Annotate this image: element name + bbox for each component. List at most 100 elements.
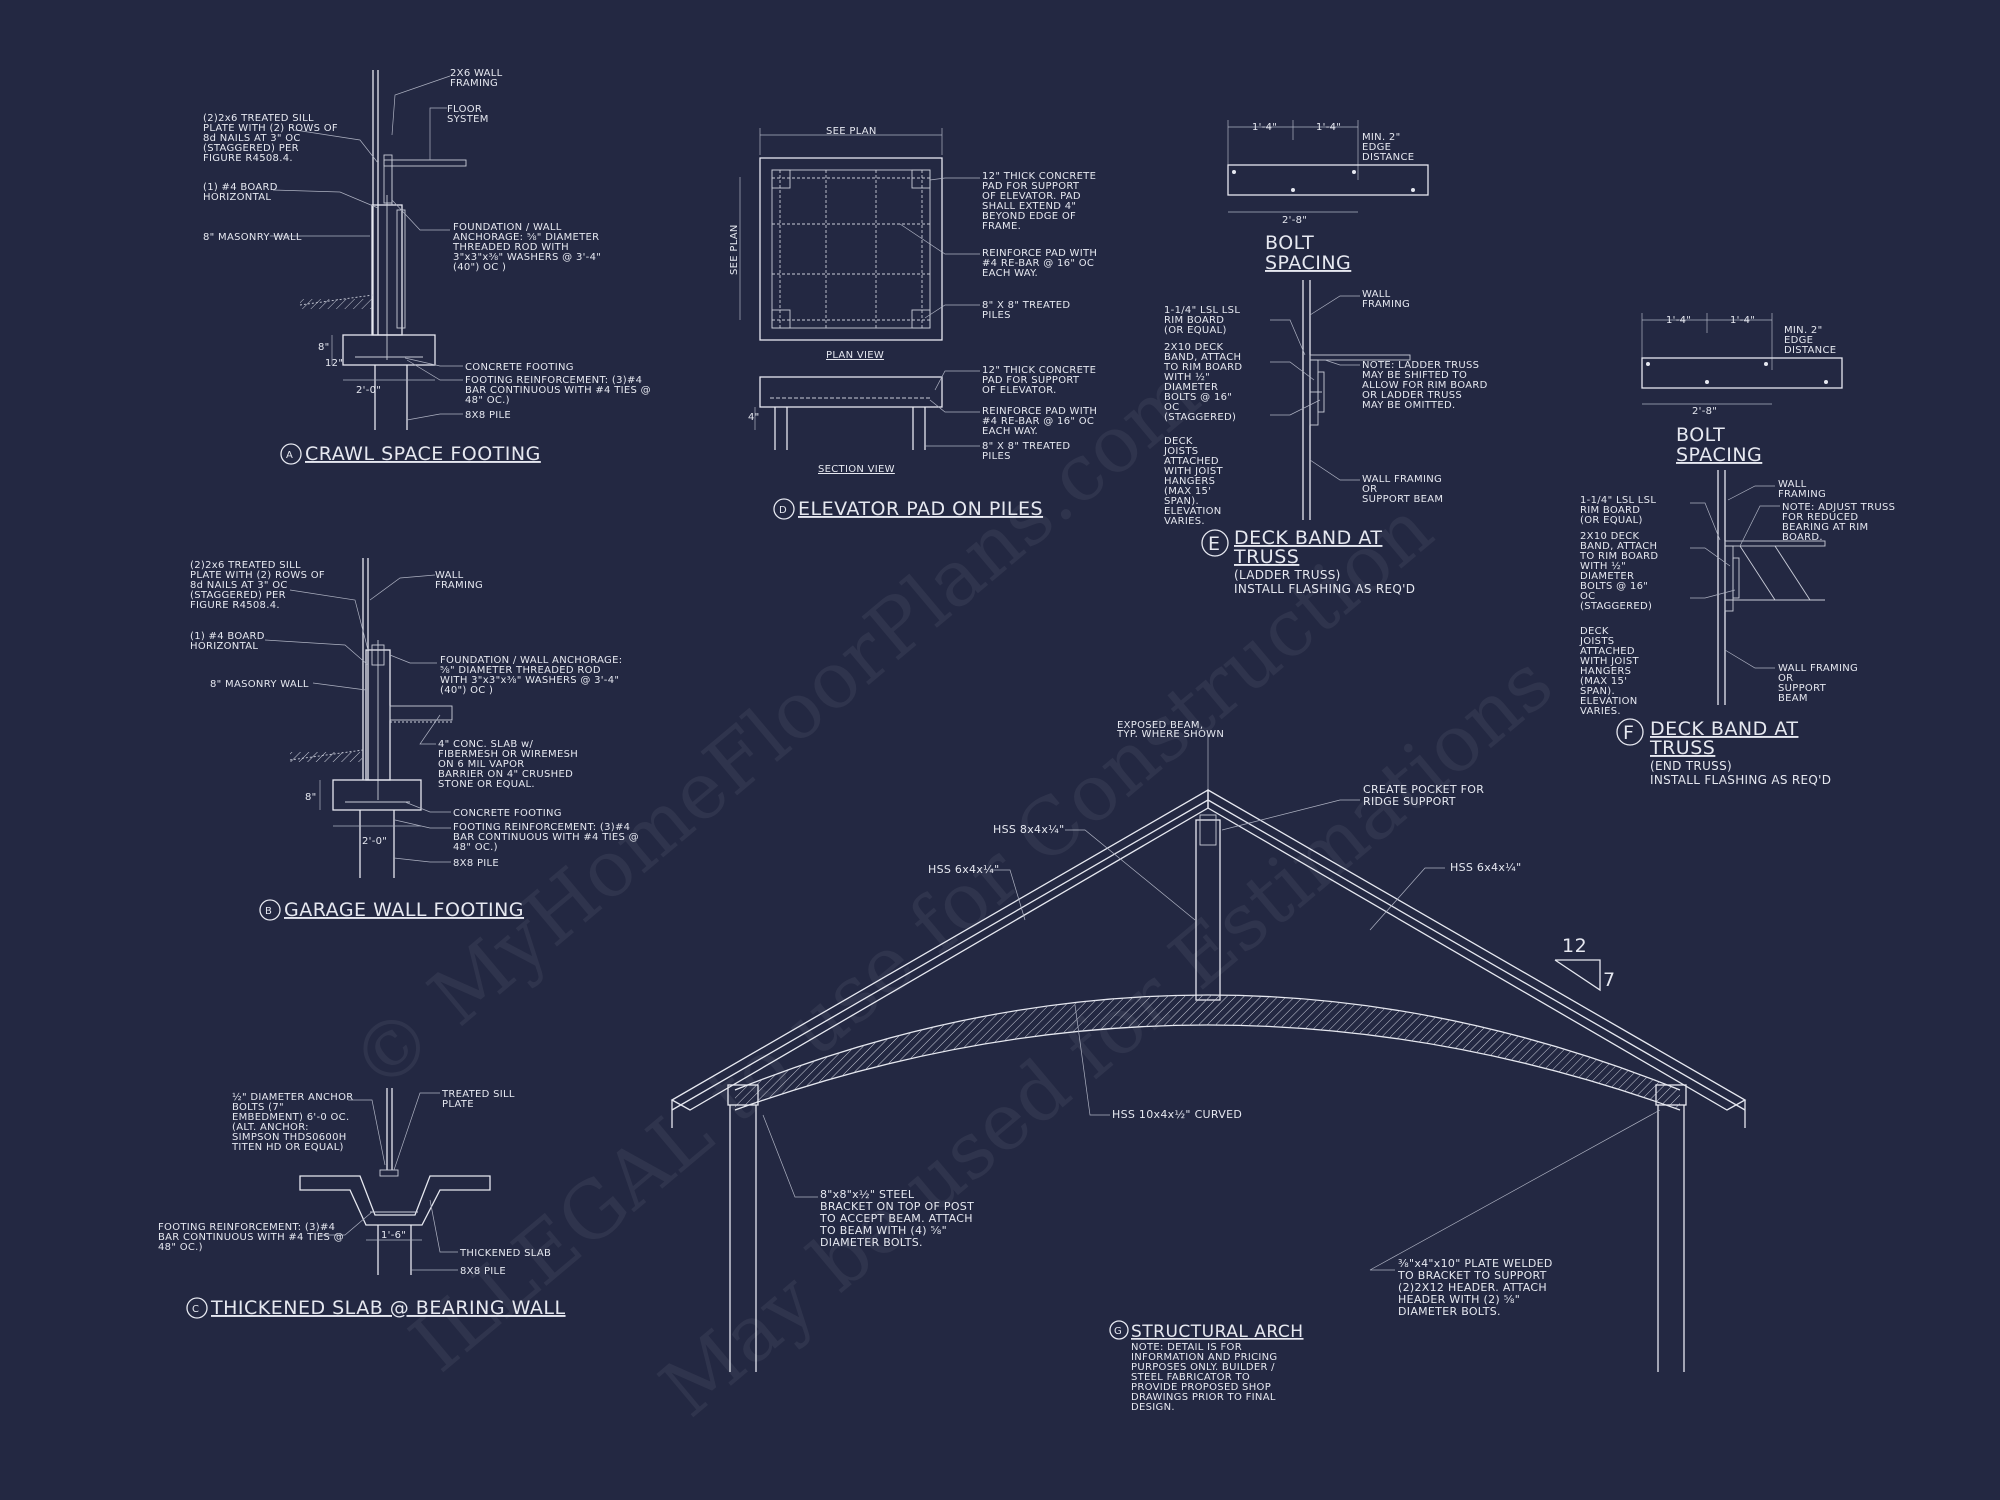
svg-text:BEYOND EDGE OF: BEYOND EDGE OF [982, 211, 1076, 222]
svg-text:48" OC.): 48" OC.) [465, 395, 510, 406]
dim-bolt-2: 1'-4" [1730, 315, 1755, 326]
label-hss-left: HSS 6x4x¼" [928, 863, 999, 876]
dim-bolt-total: 2'-8" [1282, 215, 1307, 226]
dim-footing-depth: 8" [305, 792, 317, 803]
note-board-horizontal: (1) #4 BOARD [203, 182, 278, 193]
detail-title-elevator-pad: ELEVATOR PAD ON PILES [798, 498, 1043, 520]
svg-text:TO RIM BOARD: TO RIM BOARD [1163, 362, 1242, 373]
svg-text:HEADER WITH (2) ⅝": HEADER WITH (2) ⅝" [1398, 1293, 1520, 1306]
svg-text:FIBERMESH OR WIREMESH: FIBERMESH OR WIREMESH [438, 749, 578, 760]
svg-text:TRUSS: TRUSS [1233, 546, 1299, 568]
svg-text:FIGURE R4508.4.: FIGURE R4508.4. [190, 600, 280, 611]
svg-text:(STAGGERED) PER: (STAGGERED) PER [203, 143, 299, 154]
svg-text:DESIGN.: DESIGN. [1131, 1402, 1175, 1413]
svg-text:DISTANCE: DISTANCE [1362, 152, 1414, 163]
svg-text:SYSTEM: SYSTEM [447, 114, 489, 125]
svg-text:WITH ½": WITH ½" [1164, 371, 1210, 383]
svg-text:JOISTS: JOISTS [1579, 636, 1614, 647]
note-concrete-footing: CONCRETE FOOTING [465, 362, 574, 373]
svg-text:VARIES.: VARIES. [1164, 516, 1205, 527]
svg-text:BAR CONTINUOUS WITH #4 TIES @: BAR CONTINUOUS WITH #4 TIES @ [453, 832, 639, 843]
note-masonry-wall: 8" MASONRY WALL [203, 232, 302, 243]
note-deck-band: 2X10 DECK [1164, 342, 1224, 353]
label-end-truss: (END TRUSS) [1650, 759, 1732, 773]
svg-text:BOLTS @ 16": BOLTS @ 16" [1164, 392, 1232, 403]
note-footing-reinforcement: FOOTING REINFORCEMENT: (3)#4 [465, 375, 642, 386]
svg-text:ATTACHED: ATTACHED [1164, 456, 1219, 467]
label-bolt-spacing: BOLT [1265, 232, 1314, 254]
svg-text:TO RIM BOARD: TO RIM BOARD [1579, 551, 1658, 562]
svg-text:OR LADDER TRUSS: OR LADDER TRUSS [1362, 390, 1462, 401]
svg-text:MAY BE SHIFTED TO: MAY BE SHIFTED TO [1362, 370, 1467, 381]
svg-text:HANGERS: HANGERS [1580, 666, 1631, 677]
dim-pad-edge: 4" [748, 412, 760, 423]
svg-text:HANGERS: HANGERS [1164, 476, 1215, 487]
svg-text:FRAMING: FRAMING [450, 78, 498, 89]
svg-text:BAND, ATTACH: BAND, ATTACH [1580, 541, 1657, 552]
svg-text:TITEN HD OR EQUAL): TITEN HD OR EQUAL) [231, 1142, 344, 1153]
note-treated-sill: TREATED SILL [441, 1089, 515, 1100]
label-see-plan-side: SEE PLAN [729, 224, 740, 275]
note-concrete-pad: 12" THICK CONCRETE [982, 171, 1096, 182]
svg-text:SPACING: SPACING [1676, 444, 1762, 466]
note-arch-disclaimer: NOTE: DETAIL IS FOR [1131, 1342, 1242, 1353]
svg-text:#4 RE-BAR @ 16" OC: #4 RE-BAR @ 16" OC [982, 258, 1094, 269]
note-pile: 8X8 PILE [453, 858, 499, 869]
svg-text:SHALL EXTEND 4": SHALL EXTEND 4" [982, 201, 1076, 212]
svg-text:ANCHORAGE: ⅝" DIAMETER: ANCHORAGE: ⅝" DIAMETER [453, 232, 599, 243]
svg-text:BAND, ATTACH: BAND, ATTACH [1164, 352, 1241, 363]
svg-text:PLATE WITH (2) ROWS OF: PLATE WITH (2) ROWS OF [203, 123, 338, 134]
svg-text:(OR EQUAL): (OR EQUAL) [1580, 515, 1643, 526]
detail-garage-wall-footing: 2'-0" 8" (2)2x6 TREATED SILL PLATE WITH … [190, 558, 639, 921]
note-deck-band: 2X10 DECK [1580, 531, 1640, 542]
note-anchor-bolts: ½" DIAMETER ANCHOR [232, 1091, 354, 1103]
svg-text:EMBEDMENT) 6'-0 OC.: EMBEDMENT) 6'-0 OC. [232, 1112, 349, 1123]
label-hss-top: HSS 8x4x¼" [993, 823, 1064, 836]
svg-text:(40") OC ): (40") OC ) [453, 262, 506, 273]
detail-title-structural-arch: STRUCTURAL ARCH [1131, 1322, 1304, 1342]
note-ladder-truss: NOTE: LADDER TRUSS [1362, 360, 1479, 371]
svg-text:WITH ½": WITH ½" [1580, 560, 1626, 572]
svg-text:HORIZONTAL: HORIZONTAL [203, 192, 271, 203]
svg-text:PILES: PILES [982, 451, 1011, 462]
dim-slab-width: 1'-6" [381, 1230, 406, 1241]
svg-text:RIM BOARD: RIM BOARD [1164, 315, 1224, 326]
svg-text:PILES: PILES [982, 310, 1011, 321]
svg-text:WITH 3"x3"x⅜" WASHERS @ 3'-4": WITH 3"x3"x⅜" WASHERS @ 3'-4" [440, 675, 619, 686]
note-concrete-footing: CONCRETE FOOTING [453, 808, 562, 819]
detail-thickened-slab: 1'-6" ½" DIAMETER ANCHOR BOLTS (7" EMBED… [158, 1088, 565, 1319]
label-ladder-truss: (LADDER TRUSS) [1234, 568, 1341, 582]
svg-text:WITH JOIST: WITH JOIST [1164, 466, 1223, 477]
svg-text:PAD FOR SUPPORT: PAD FOR SUPPORT [982, 181, 1080, 192]
svg-text:FOR REDUCED: FOR REDUCED [1782, 512, 1858, 523]
label-see-plan-top: SEE PLAN [826, 126, 877, 137]
svg-text:BRACKET ON TOP OF POST: BRACKET ON TOP OF POST [820, 1200, 974, 1213]
svg-text:INFORMATION AND PRICING: INFORMATION AND PRICING [1131, 1352, 1277, 1363]
note-foundation-anchorage: FOUNDATION / WALL [453, 222, 562, 233]
note-wall-framing: 2X6 WALL [450, 68, 503, 79]
svg-text:BEARING AT RIM: BEARING AT RIM [1782, 522, 1868, 533]
note-steel-bracket: 8"x8"x½" STEEL [820, 1188, 915, 1201]
svg-text:PROVIDE PROPOSED SHOP: PROVIDE PROPOSED SHOP [1131, 1382, 1271, 1393]
svg-text:ELEVATION: ELEVATION [1164, 506, 1222, 517]
svg-text:SPACING: SPACING [1265, 252, 1351, 274]
note-footing-reinforcement: FOOTING REINFORCEMENT: (3)#4 [453, 822, 630, 833]
svg-text:OC: OC [1164, 402, 1179, 413]
dim-bolt-1: 1'-4" [1252, 122, 1277, 133]
svg-text:ELEVATION: ELEVATION [1580, 696, 1638, 707]
label-install-flashing: INSTALL FLASHING AS REQ'D [1650, 773, 1831, 787]
svg-text:PAD FOR SUPPORT: PAD FOR SUPPORT [982, 375, 1080, 386]
svg-text:PLATE: PLATE [442, 1099, 474, 1110]
svg-text:DIAMETER: DIAMETER [1164, 382, 1218, 393]
note-wall-framing: WALL [1778, 479, 1807, 490]
label-bolt-spacing: BOLT [1676, 424, 1725, 446]
note-deck-joists: DECK [1164, 436, 1193, 447]
svg-text:MAY BE OMITTED.: MAY BE OMITTED. [1362, 400, 1456, 411]
note-deck-joists: DECK [1580, 626, 1609, 637]
label-pitch-rise: 7 [1603, 969, 1616, 991]
svg-text:WITH JOIST: WITH JOIST [1580, 656, 1639, 667]
svg-text:(40") OC ): (40") OC ) [440, 685, 493, 696]
note-foundation-anchorage: FOUNDATION / WALL ANCHORAGE: [440, 655, 622, 666]
note-thickened-slab: THICKENED SLAB [459, 1248, 551, 1259]
